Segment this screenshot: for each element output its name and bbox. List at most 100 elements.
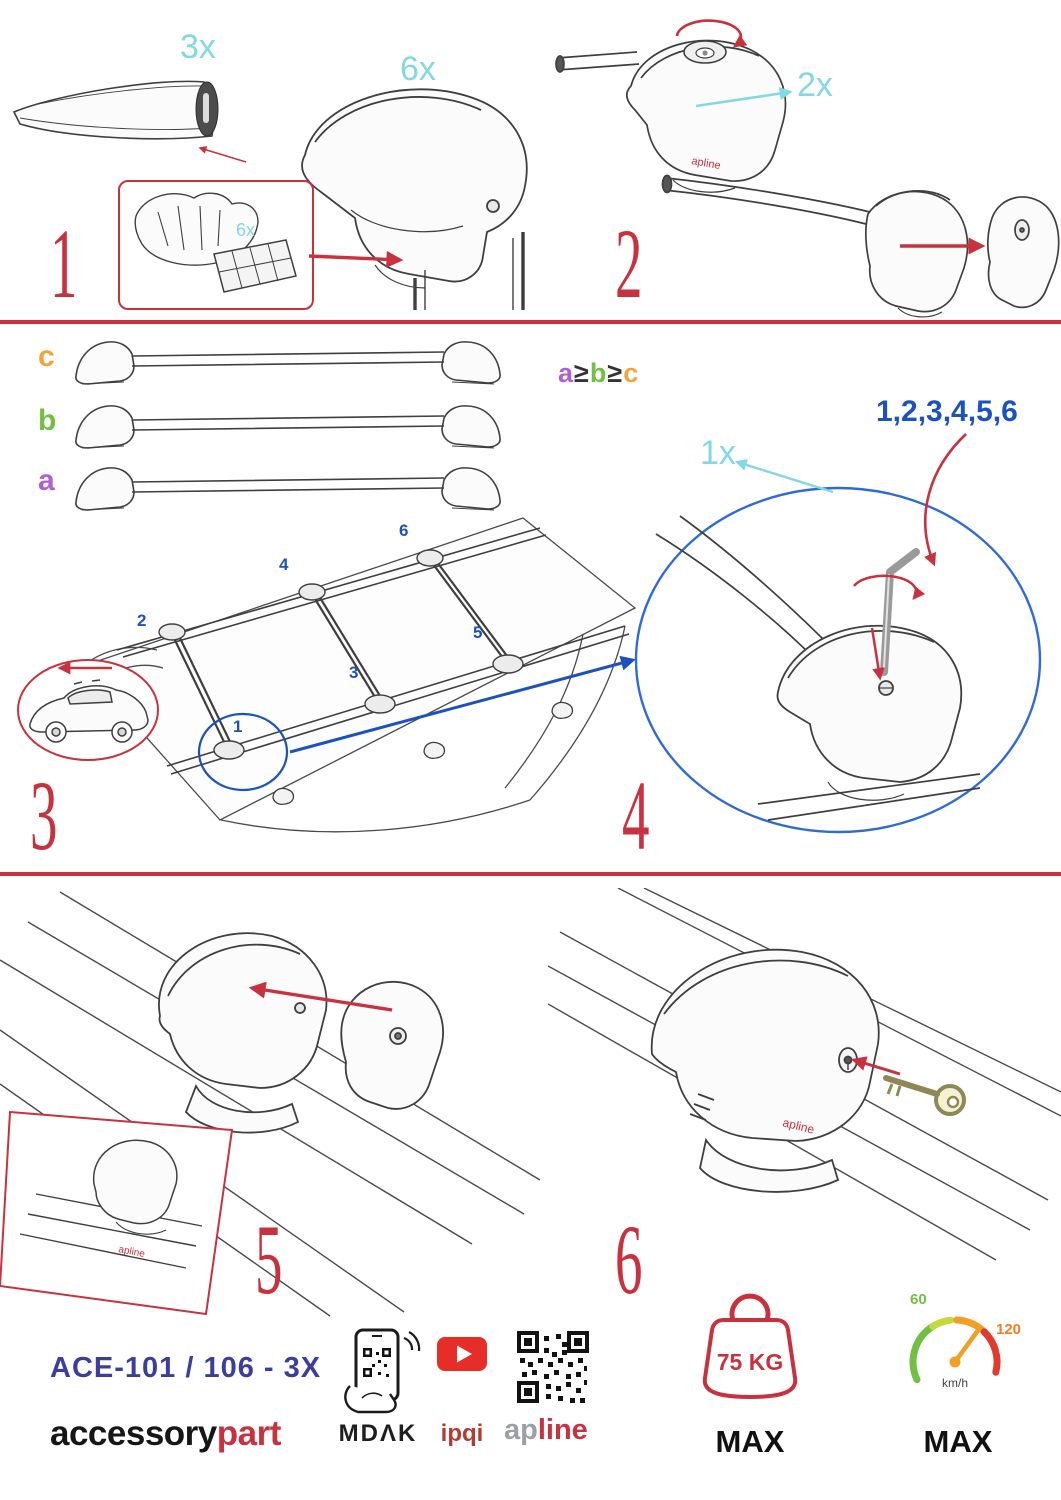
sequence-to-first-arrow bbox=[923, 433, 967, 567]
speed-needle bbox=[949, 1326, 982, 1368]
inset-foot bbox=[93, 1139, 178, 1235]
rotate-key-arrow bbox=[853, 574, 926, 600]
speed-unit-label: km/h bbox=[942, 1376, 968, 1390]
size-label-b: b bbox=[38, 404, 57, 437]
brand-accessorypart: accessorypart bbox=[50, 1414, 281, 1454]
crossbar-in-detail bbox=[655, 515, 981, 821]
lock-with-key-illustration: apline bbox=[548, 888, 1061, 1261]
foot-in-detail bbox=[776, 624, 963, 801]
bar-into-foot-illustration bbox=[661, 174, 1060, 318]
crossbar-t-slot bbox=[203, 93, 209, 123]
mounted-crossbars bbox=[171, 559, 514, 751]
product-model: ACE-101 / 106 - 3X bbox=[50, 1352, 322, 1384]
position-number-1: 1 bbox=[233, 717, 242, 736]
lock-quantity-label: 2x bbox=[797, 66, 833, 104]
qr-modules bbox=[520, 1334, 587, 1403]
rule-b: b bbox=[589, 358, 608, 388]
position-numbers: 1 2 3 4 5 6 bbox=[137, 521, 482, 736]
foot-quantity-label: 6x bbox=[400, 50, 436, 88]
position-number-2: 2 bbox=[137, 611, 146, 630]
position-number-4: 4 bbox=[279, 555, 289, 574]
max-weight-icon: 75 KG bbox=[702, 1293, 798, 1399]
crossbar-body bbox=[12, 80, 217, 140]
rubber-pad-inset: 6x bbox=[118, 180, 314, 310]
step-6-number: 6 bbox=[615, 1204, 643, 1315]
car-side-view bbox=[29, 679, 149, 743]
detail-pointer-arrow bbox=[289, 655, 636, 754]
foot-on-rail bbox=[158, 932, 328, 1134]
foot-underside bbox=[134, 192, 259, 266]
max-weight-value: 75 KG bbox=[717, 1349, 783, 1375]
bar-leader-arrow bbox=[198, 146, 247, 163]
foot-body bbox=[301, 88, 528, 289]
brand-ap-text: ap bbox=[504, 1414, 538, 1446]
size-label-c: c bbox=[38, 340, 55, 373]
apline-brand-mark: apline bbox=[690, 155, 721, 172]
tightening-sequence: 1,2,3,4,5,6 bbox=[876, 395, 1018, 428]
brand-part-text: part bbox=[216, 1414, 282, 1453]
phone-qr-screen bbox=[363, 1348, 391, 1377]
foot-cover-piece bbox=[986, 196, 1060, 309]
rule-gte-2: ≥ bbox=[607, 358, 624, 388]
apline-brand-mark: apline bbox=[117, 1244, 146, 1260]
position-number-5: 5 bbox=[473, 623, 482, 642]
tool-leader-arrow bbox=[734, 459, 834, 494]
bar-a-art bbox=[75, 467, 501, 511]
max-speed-label: MAX bbox=[923, 1424, 993, 1459]
roof-rails bbox=[116, 527, 630, 775]
max-speed-icon: 60 120 km/h bbox=[909, 1291, 1021, 1390]
brand-mdak: MDΛK bbox=[338, 1420, 418, 1447]
tightening-detail-illustration bbox=[634, 486, 1042, 834]
pad-quantity-label: 6x bbox=[236, 220, 255, 240]
speed-gauge-arcs bbox=[909, 1316, 1001, 1384]
speed-high-label: 120 bbox=[996, 1321, 1021, 1338]
weight-handle bbox=[729, 1293, 771, 1323]
size-label-a: a bbox=[38, 464, 55, 497]
foot-lock-illustration: apline bbox=[555, 19, 787, 193]
step-5-number: 5 bbox=[255, 1204, 283, 1315]
bar-quantity-label: 3x bbox=[180, 28, 216, 66]
cover-piece bbox=[340, 980, 444, 1110]
step-2-number: 2 bbox=[615, 208, 643, 319]
slide-cover-illustration: apline bbox=[0, 891, 540, 1317]
tool-quantity-label: 1x bbox=[700, 434, 736, 472]
key-icon bbox=[883, 1075, 966, 1116]
lock-quantity-leader-arrow bbox=[695, 87, 793, 108]
step-1-number: 1 bbox=[50, 208, 78, 319]
scan-waves bbox=[403, 1331, 421, 1352]
hex-key-icon bbox=[880, 548, 920, 676]
holding-hand bbox=[344, 1385, 397, 1414]
rule-c: c bbox=[623, 358, 640, 388]
speed-low-label: 60 bbox=[910, 1291, 927, 1308]
locked-foot bbox=[650, 948, 880, 1193]
step-3-number: 3 bbox=[30, 760, 58, 871]
youtube-icon bbox=[437, 1337, 487, 1371]
scan-phone-icon bbox=[344, 1328, 421, 1414]
position-number-3: 3 bbox=[349, 663, 358, 682]
qr-finder-squares bbox=[517, 1331, 589, 1403]
lock-knob bbox=[683, 40, 727, 64]
roof-rack-foot-illustration bbox=[301, 88, 528, 310]
pad-inset-art: 6x bbox=[134, 192, 297, 293]
position-1-highlight-circle bbox=[197, 712, 289, 792]
rubber-pad bbox=[213, 239, 297, 293]
turn-lock-arrow bbox=[675, 19, 748, 48]
crossbar-illustration bbox=[12, 80, 247, 163]
weight-body bbox=[702, 1318, 798, 1399]
assembled-bar-b bbox=[75, 405, 501, 449]
foot-attached bbox=[864, 190, 969, 318]
foot-clamp-bracket bbox=[413, 232, 525, 310]
pad-insert-arrow bbox=[308, 250, 404, 268]
brand-apline: apline bbox=[504, 1414, 588, 1447]
car-direction-inset bbox=[17, 659, 159, 761]
brand-ipqi: ipqi bbox=[440, 1420, 484, 1447]
bar-c-art bbox=[75, 341, 501, 385]
size-order-rule: a≥b≥c bbox=[558, 358, 639, 389]
rule-a: a bbox=[558, 358, 575, 388]
crossbar bbox=[661, 174, 871, 225]
tighten-bolt-arrow bbox=[870, 627, 885, 681]
assembled-bar-a bbox=[75, 467, 501, 511]
bar-b-art bbox=[75, 405, 501, 449]
brand-accessory-text: accessory bbox=[50, 1414, 217, 1453]
